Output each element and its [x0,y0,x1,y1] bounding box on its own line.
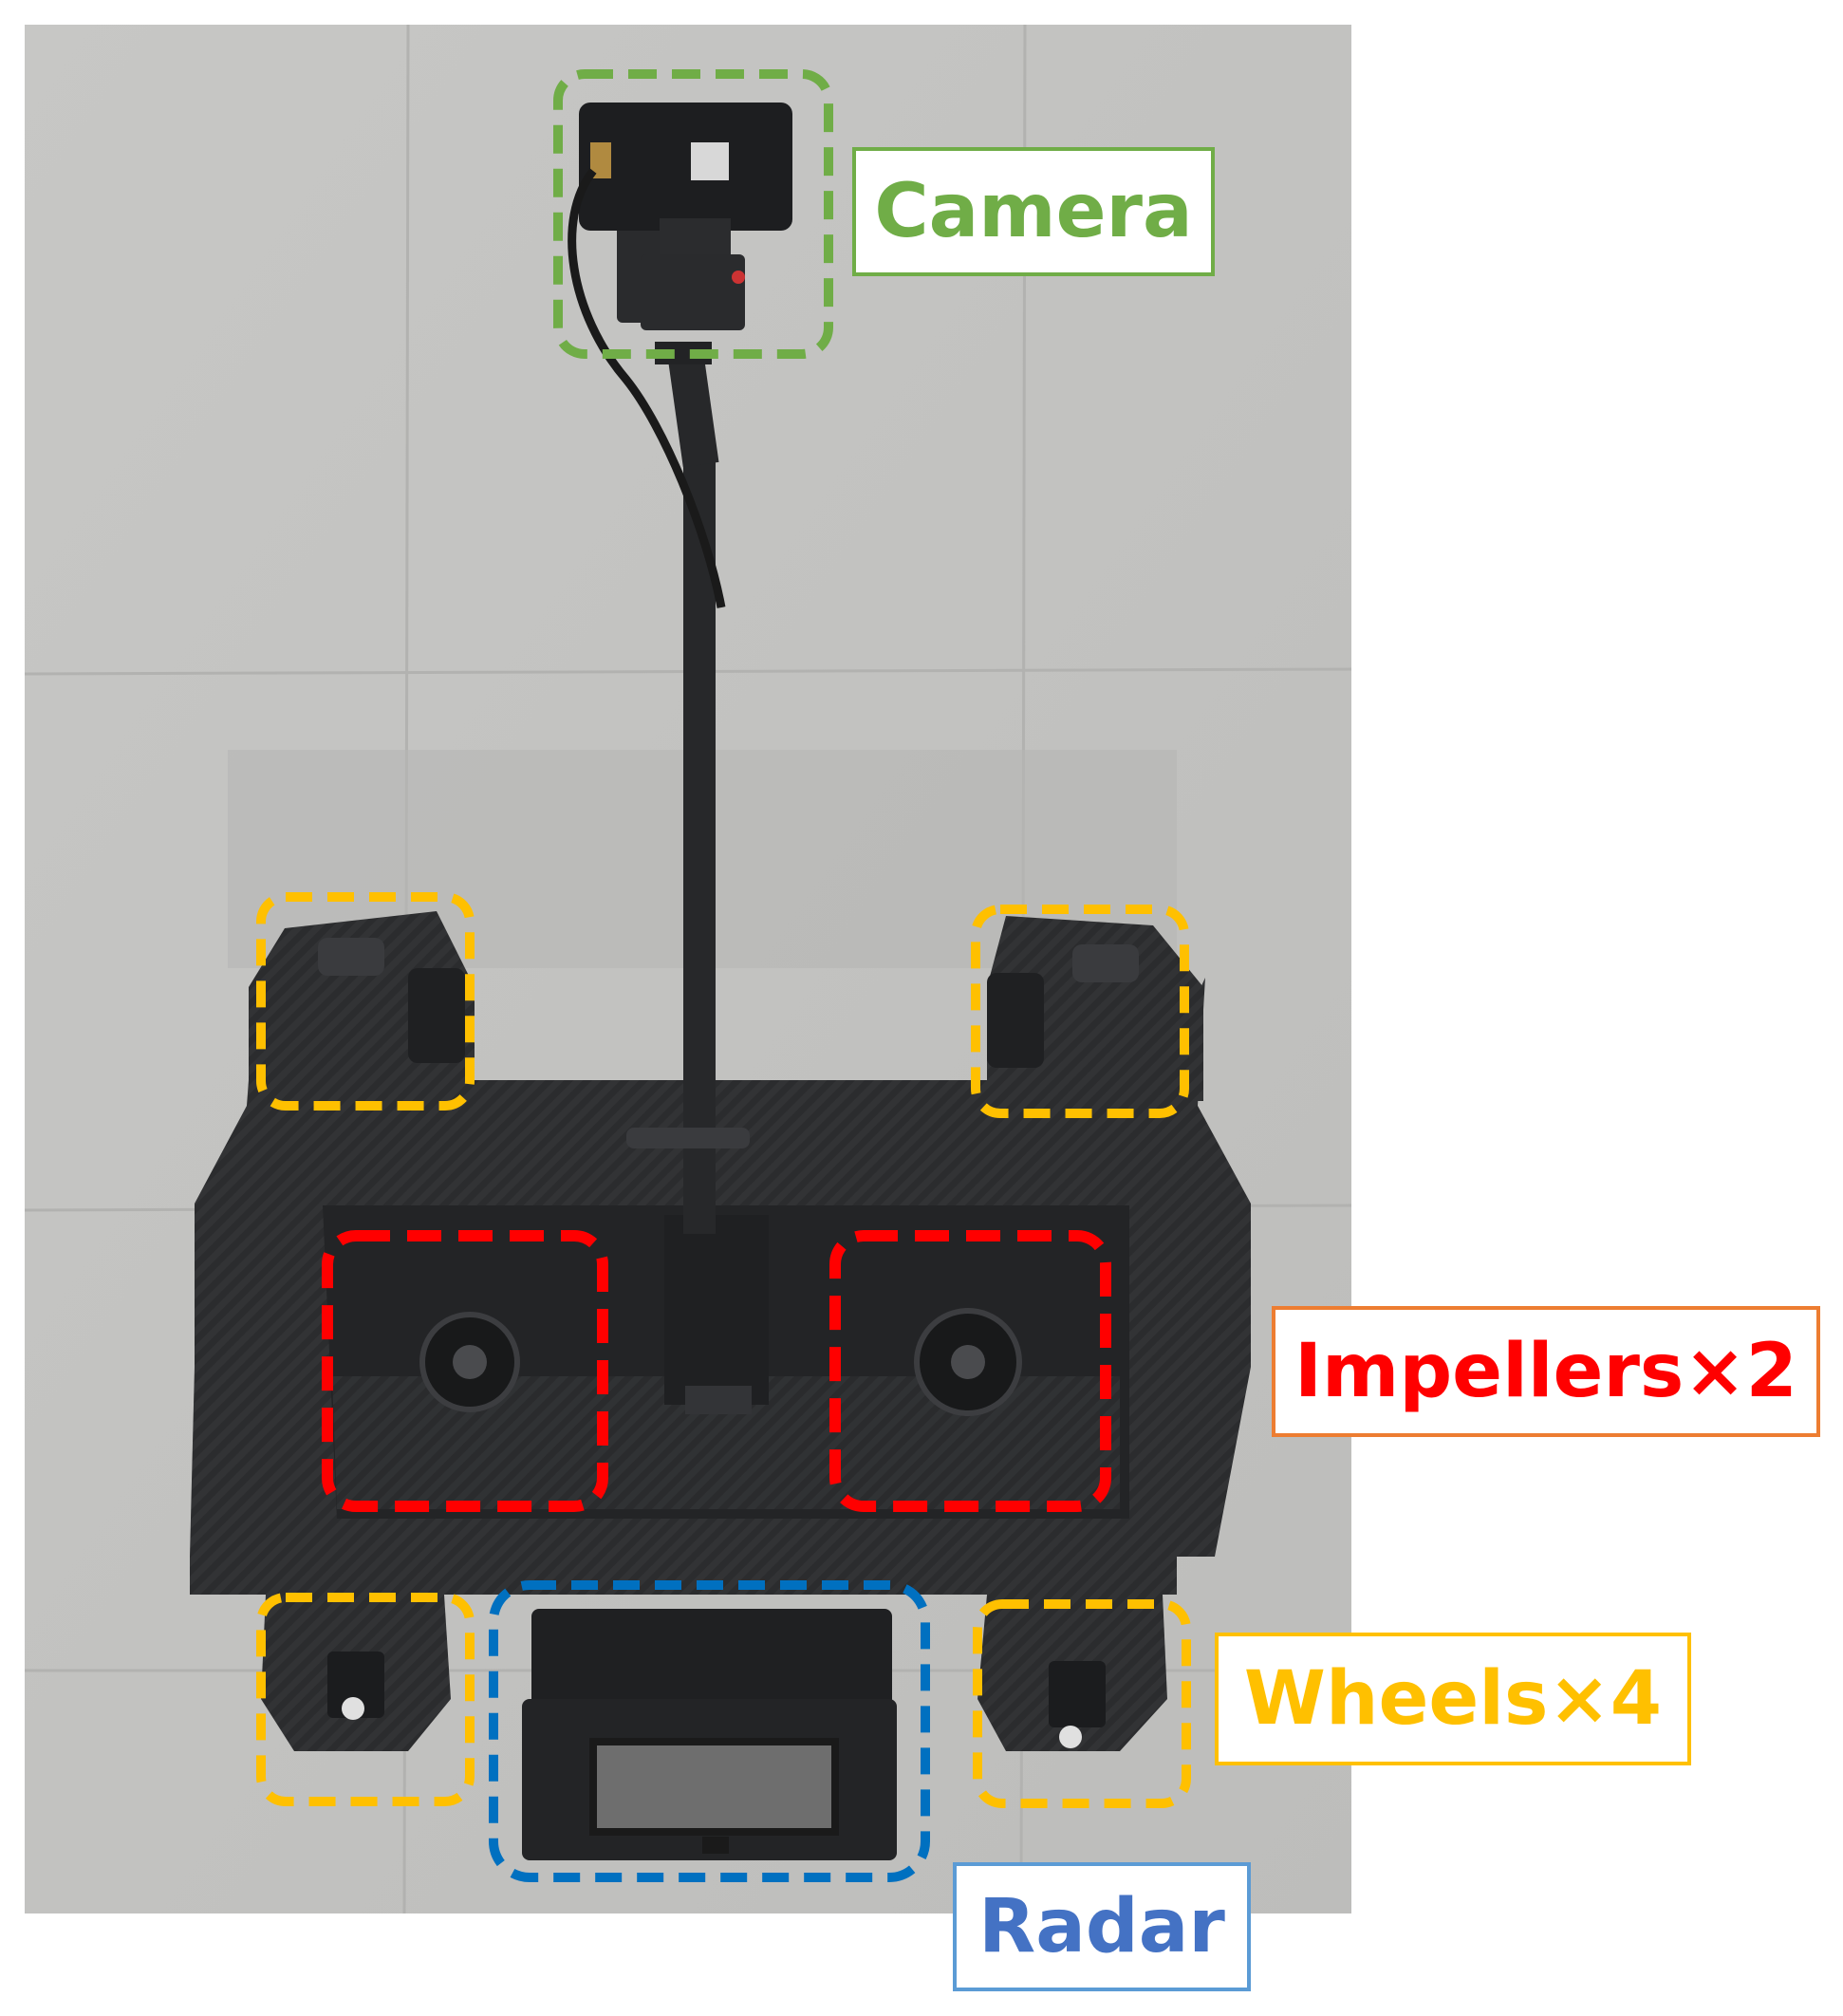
wheels-label: Wheels×4 [1215,1633,1691,1765]
camera-label-text: Camera [874,169,1193,254]
radar-label: Radar [953,1862,1251,1991]
annotation-radar [489,1580,930,1882]
radar-label-text: Radar [978,1884,1225,1969]
wheels-label-text: Wheels×4 [1243,1656,1663,1742]
robot-body [190,103,1251,1860]
impellers-label-text: Impellers×2 [1294,1329,1797,1414]
annotation-wheels [256,892,1191,1808]
impellers-label: Impellers×2 [1272,1306,1820,1437]
camera-label: Camera [852,147,1215,276]
annotation-camera [553,69,833,359]
annotation-impellers [322,1230,1111,1512]
